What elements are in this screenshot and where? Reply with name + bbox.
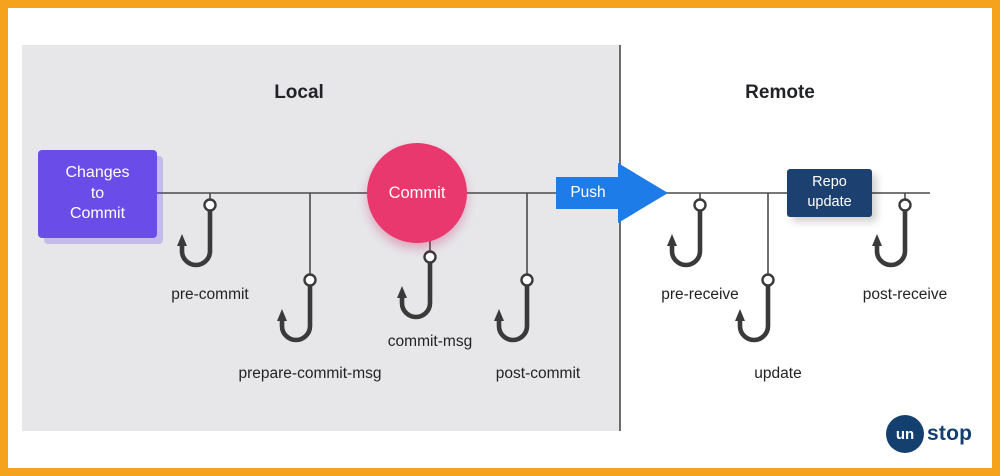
hook-label-prepare-commit-msg: prepare-commit-msg (238, 365, 382, 382)
hook-label-pre-commit: pre-commit (171, 286, 249, 303)
hook-prepare-commit-msg (277, 193, 317, 340)
hook-pre-commit (177, 193, 217, 265)
hook-update (735, 193, 775, 340)
fish-hook-icon (397, 263, 430, 317)
fish-hook-icon (872, 211, 905, 265)
fish-hook-icon (177, 211, 210, 265)
hook-post-receive (872, 193, 912, 265)
repo-update-box: Repo update (787, 169, 872, 217)
fish-hook-icon (494, 286, 527, 340)
hook-label-post-receive: post-receive (862, 286, 948, 303)
fish-hook-icon (667, 211, 700, 265)
hook-pre-receive (667, 193, 707, 265)
hook-post-commit (494, 193, 534, 340)
commit-circle: Commit (367, 143, 467, 243)
unstop-logo-mark: un (886, 415, 924, 453)
changes-to-commit-box: Changes to Commit (38, 150, 157, 238)
local-heading: Local (274, 82, 324, 103)
remote-heading: Remote (745, 82, 815, 103)
hook-label-update: update (754, 365, 802, 382)
unstop-logo-stop: stop (927, 422, 973, 445)
hook-label-post-commit: post-commit (495, 365, 581, 382)
hook-label-pre-receive: pre-receive (661, 286, 739, 303)
unstop-logo: un stop (886, 415, 972, 453)
hook-label-commit-msg: commit-msg (387, 333, 473, 350)
push-label: Push (570, 184, 606, 201)
push-arrow (556, 163, 668, 223)
local-section-panel (22, 45, 620, 431)
unstop-logo-un: un (895, 425, 915, 443)
